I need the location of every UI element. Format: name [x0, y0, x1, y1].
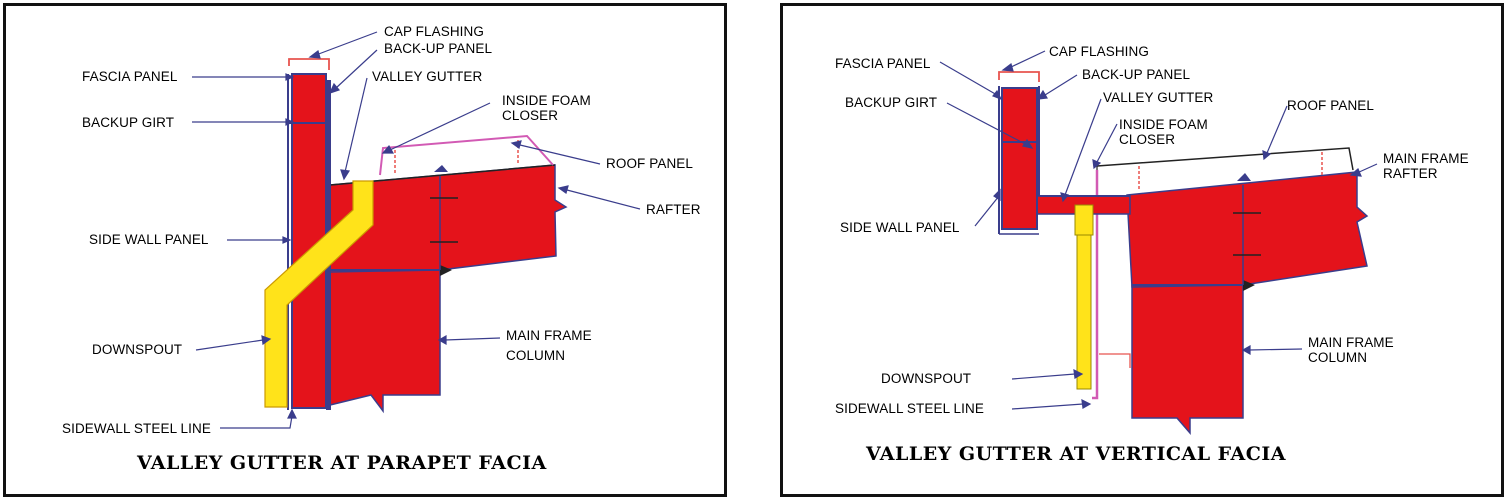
label-fascia-panel: FASCIA PANEL: [82, 69, 178, 84]
label-rafter: RAFTER: [1383, 166, 1438, 181]
label-valley-gutter: VALLEY GUTTER: [1103, 90, 1214, 105]
label-valley-gutter: VALLEY GUTTER: [372, 69, 483, 84]
label-closer: CLOSER: [1119, 132, 1176, 147]
label-sidewall-steel-line: SIDEWALL STEEL LINE: [62, 421, 211, 436]
fascia-panel: [1001, 87, 1038, 230]
label-inside-foam: INSIDE FOAM: [502, 93, 591, 108]
label-main-frame-rafter: MAIN FRAME: [1383, 151, 1469, 166]
label-sidewall-steel-line: SIDEWALL STEEL LINE: [835, 401, 984, 416]
label-closer: CLOSER: [502, 108, 559, 123]
cap-flashing: [998, 71, 1040, 82]
cap-flashing: [288, 58, 330, 70]
label-roof-panel: ROOF PANEL: [1287, 98, 1375, 113]
label-main-frame-column: MAIN FRAME: [1308, 335, 1394, 350]
label-side-wall-panel: SIDE WALL PANEL: [840, 220, 960, 235]
label-backup-girt: BACKUP GIRT: [845, 95, 938, 110]
label-column: COLUMN: [1308, 350, 1368, 365]
roof-panel: [1096, 147, 1354, 171]
left-detail-panel: CAP FLASHING BACK-UP PANEL FASCIA PANEL …: [0, 0, 730, 503]
label-rafter: RAFTER: [646, 202, 701, 217]
label-back-up-panel: BACK-UP PANEL: [384, 41, 493, 56]
label-column: COLUMN: [506, 348, 566, 363]
main-frame-column: [1131, 284, 1244, 436]
inside-foam-closer: [1092, 170, 1099, 400]
left-title: VALLEY GUTTER AT PARAPET FACIA: [137, 452, 547, 474]
inside-foam-closer: [379, 134, 554, 176]
label-fascia-panel: FASCIA PANEL: [835, 56, 931, 71]
label-main-frame: MAIN FRAME: [506, 328, 592, 343]
main-frame-rafter: [1126, 171, 1369, 288]
downspout: [264, 180, 374, 408]
right-drawing: [939, 50, 1378, 436]
label-cap-flashing: CAP FLASHING: [384, 24, 484, 39]
main-frame-column: [329, 269, 441, 414]
right-detail-panel: CAP FLASHING FASCIA PANEL BACK-UP PANEL …: [777, 0, 1507, 503]
label-roof-panel: ROOF PANEL: [606, 156, 694, 171]
label-downspout: DOWNSPOUT: [92, 342, 183, 357]
left-drawing: [192, 31, 641, 429]
right-title: VALLEY GUTTER AT VERTICAL FACIA: [866, 443, 1287, 465]
label-downspout: DOWNSPOUT: [881, 371, 972, 386]
label-side-wall-panel: SIDE WALL PANEL: [89, 232, 209, 247]
label-cap-flashing: CAP FLASHING: [1049, 44, 1149, 59]
label-inside-foam: INSIDE FOAM: [1119, 117, 1208, 132]
rafter: [329, 164, 568, 273]
label-backup-girt: BACKUP GIRT: [82, 115, 175, 130]
label-back-up-panel: BACK-UP PANEL: [1082, 67, 1191, 82]
